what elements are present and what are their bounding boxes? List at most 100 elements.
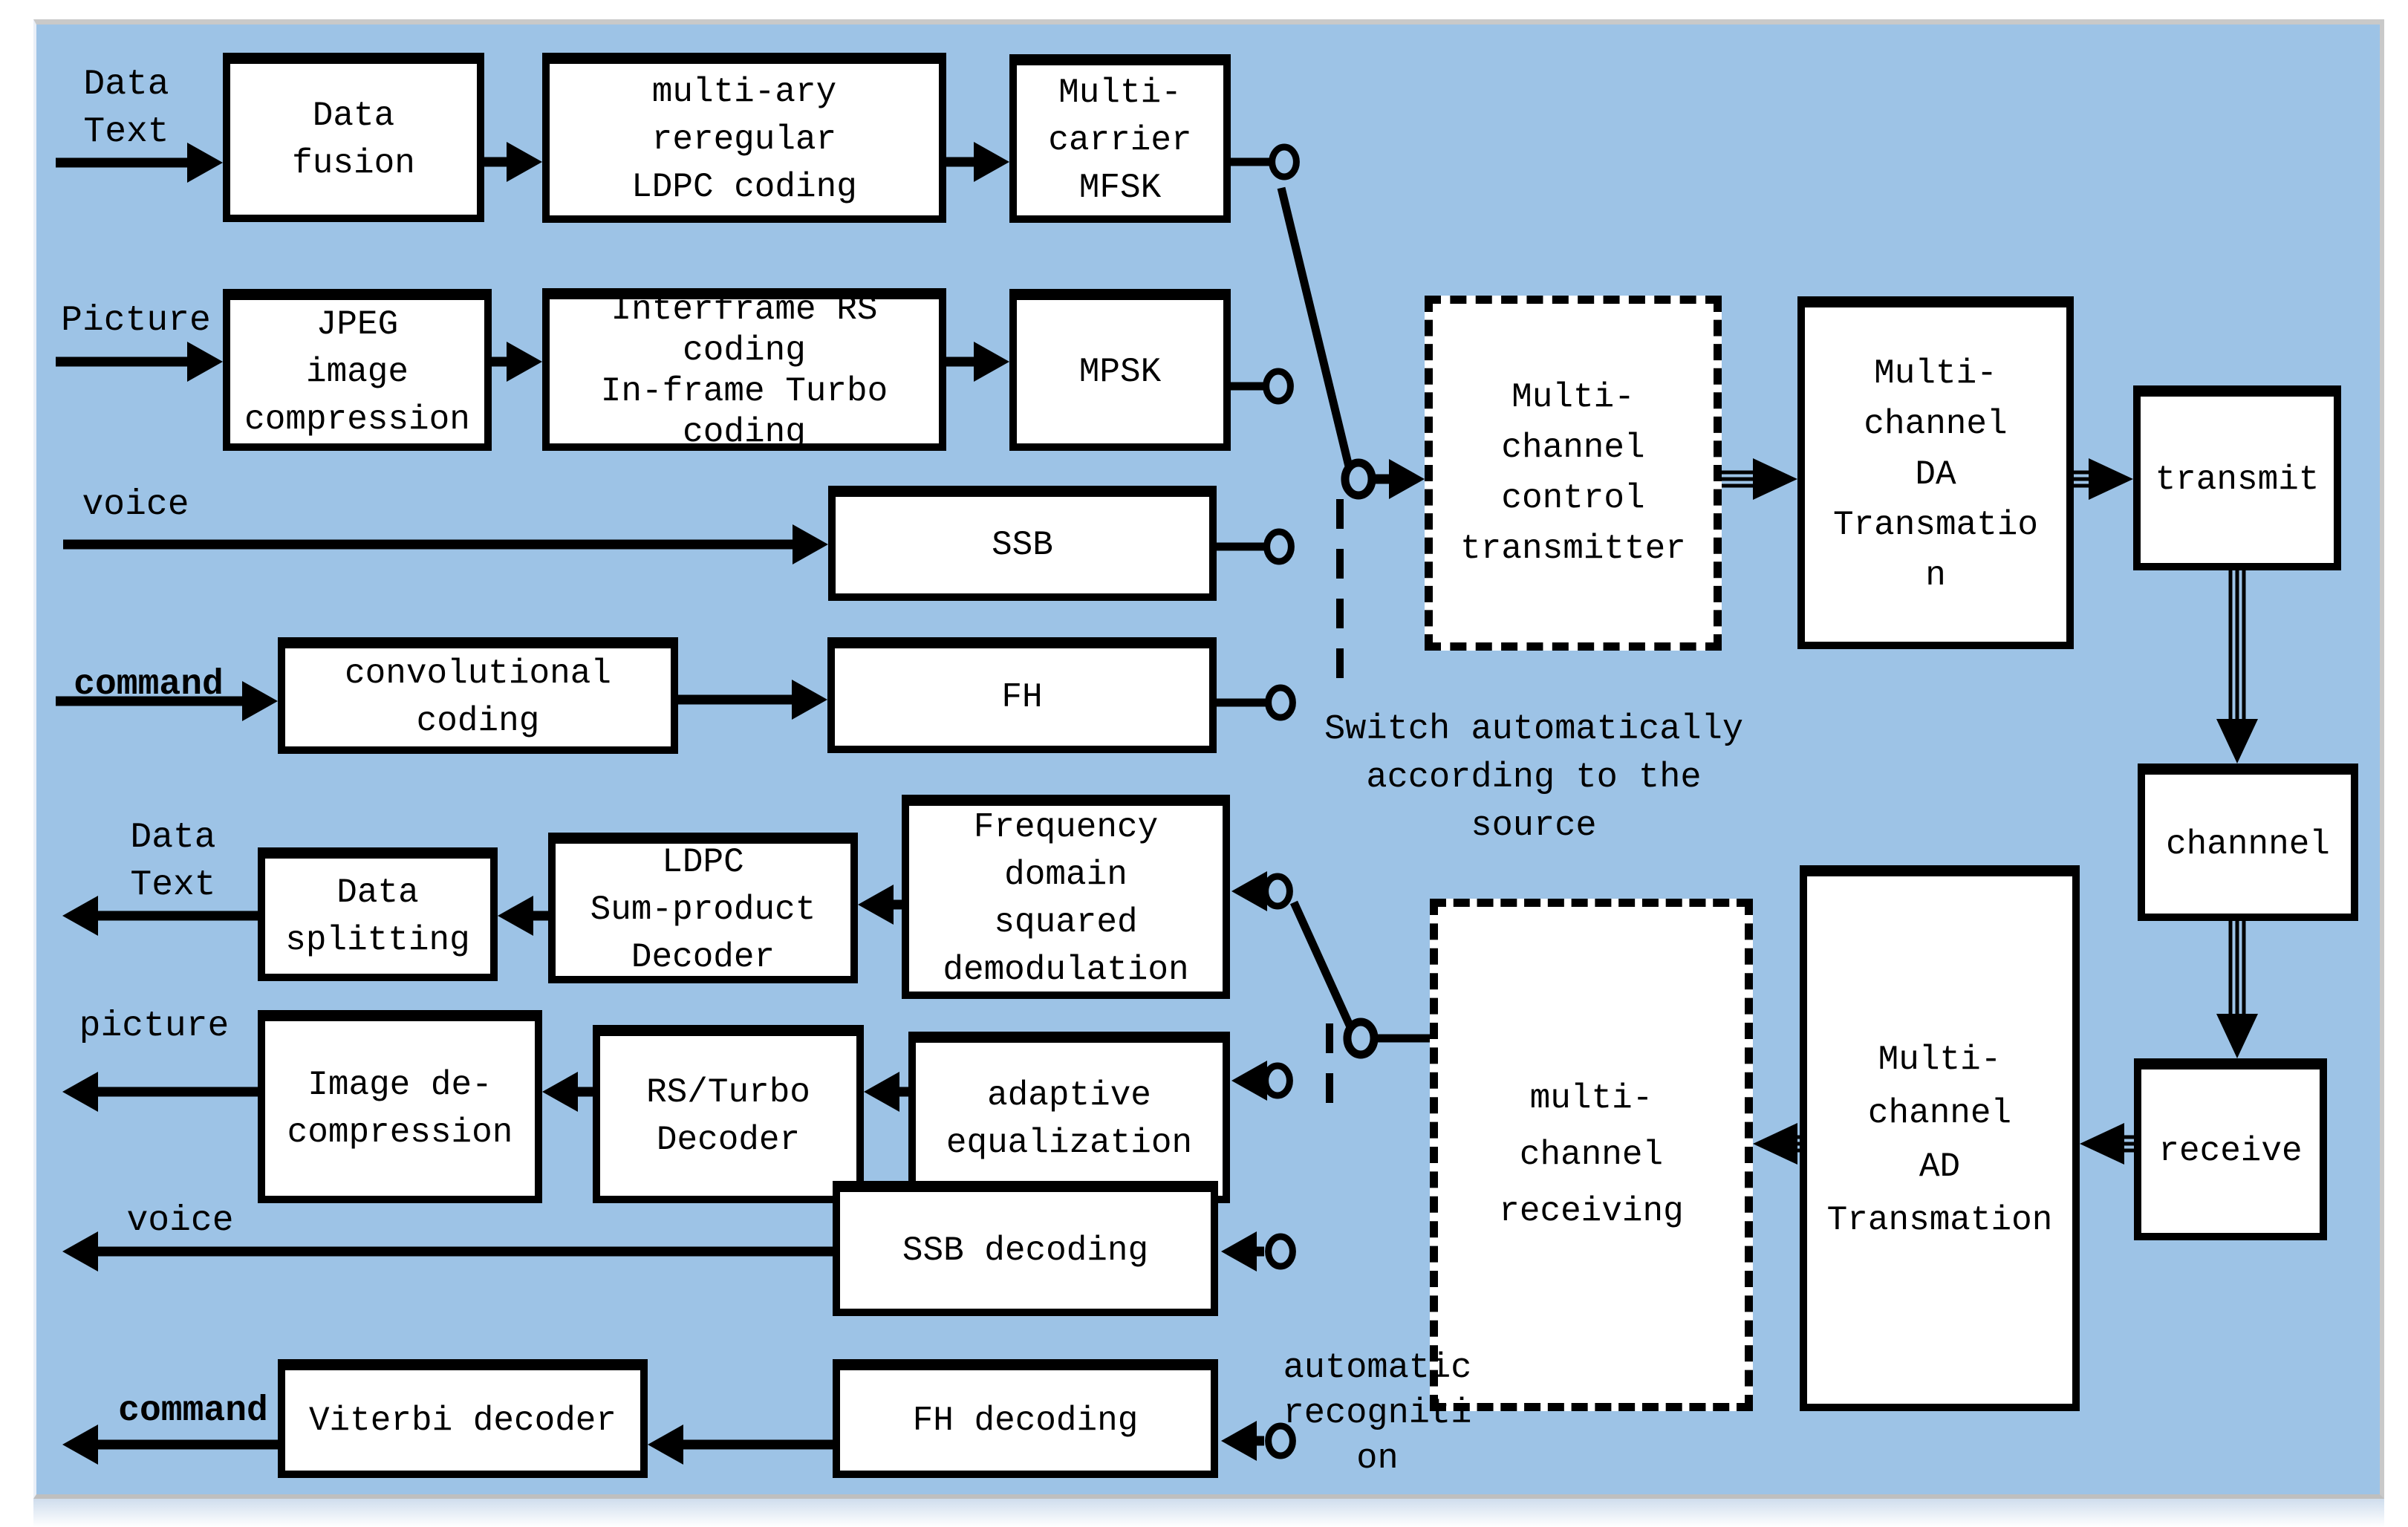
block-data-fusion: Data fusion [223,53,484,222]
block-ldpc-decoder: LDPC Sum-product Decoder [548,833,858,983]
block-viterbi-decoder: Viterbi decoder [278,1359,648,1478]
block-transmit: transmit [2133,385,2341,570]
block-fh: FH [827,637,1217,753]
block-channel-label: channnel [2166,824,2330,864]
flow-arrowhead [507,142,542,182]
label-output-voice: voice [126,1201,234,1241]
flow-arrowhead [1221,1231,1257,1272]
switch-pole-icon [1341,458,1376,500]
flow-arrowhead [62,1072,98,1112]
block-interframe-coding: Interframe RS coding In-frame Turbo codi… [542,288,946,452]
switch-arm-receive [1289,900,1356,1032]
flow-arrowhead [242,681,278,721]
flow-arrowhead [1389,459,1425,499]
flow-arrowhead [62,896,98,936]
block-multichannel-control-transmitter: Multi- channel control transmitter [1425,296,1722,651]
block-viterbi-decoder-label: Viterbi decoder [308,1401,617,1440]
block-convolutional-coding: convolutional coding [278,637,678,754]
flow-arrowhead [1221,1421,1257,1461]
note-switch-automatically: Switch automatically according to the so… [1324,710,1744,846]
switch-contact-icon [1263,528,1295,565]
block-convolutional-coding-label: convolutional coding [345,654,611,740]
block-receive-label: receive [2158,1132,2303,1171]
switch-contact-icon [1269,143,1300,180]
label-input-command: command [74,665,224,705]
block-ssb: SSB [828,486,1217,601]
label-output-data-text: Data Text [130,818,216,905]
block-mpsk-label: MPSK [1078,352,1162,391]
block-ssb-decoding: SSB decoding [833,1181,1218,1316]
label-output-command: command [118,1391,268,1431]
block-ssb-label: SSB [992,526,1053,564]
block-rs-turbo-decoder-label: RS/Turbo Decoder [646,1072,810,1159]
block-multichannel-receiving-label: multi- channel receiving [1499,1079,1684,1231]
flow-arrowhead [62,1231,98,1272]
flow-arrowhead [974,142,1009,182]
block-jpeg-compression-label: JPEG image compression [244,305,470,439]
block-multichannel-ad-transmation: Multi- channel AD Transmation [1800,865,2080,1411]
label-input-voice: voice [82,485,189,525]
block-ldpc-decoder-label: LDPC Sum-product Decoder [590,843,816,977]
flow-arrowhead [1231,871,1267,911]
switch-contact-icon [1263,368,1294,405]
block-adaptive-equalization: adaptive equalization [908,1032,1230,1203]
block-multichannel-receiving: multi- channel receiving [1430,899,1753,1411]
block-mfsk-label: Multi- carrier MFSK [1048,74,1192,207]
block-ssb-decoding-label: SSB decoding [902,1231,1149,1270]
block-adaptive-equalization-label: adaptive equalization [946,1076,1193,1162]
switch-contact-icon [1262,873,1293,910]
label-output-picture: picture [79,1006,230,1046]
flow-arrowhead [792,680,827,720]
switch-contact-icon [1265,1233,1296,1270]
flow-arrowhead [498,896,533,936]
flow-arrowhead [187,143,223,183]
block-multichannel-da-transmation-label: Multi- channel DA Transmatio n [1832,354,2039,595]
block-ldpc-coding-label: multi-ary reregular LDPC coding [631,73,857,206]
flow-arrowhead [1231,1061,1267,1101]
panel-shadow [33,1499,2384,1527]
block-freq-demodulation-label: Frequency domain squared demodulation [943,808,1189,989]
multi-wire-arrowhead [1753,1123,1797,1165]
flow-arrowhead [864,1072,899,1112]
block-mpsk: MPSK [1009,289,1231,451]
label-input-data-text: Data Text [83,65,169,152]
block-mfsk: Multi- carrier MFSK [1009,54,1231,223]
block-rs-turbo-decoder: RS/Turbo Decoder [593,1025,864,1203]
switch-pole-icon [1343,1018,1379,1059]
flow-arrowhead [507,342,542,382]
block-freq-demodulation: Frequency domain squared demodulation [902,795,1230,999]
block-transmit-label: transmit [2155,460,2320,499]
switch-contact-icon [1265,1422,1296,1459]
flow-arrowhead [648,1425,683,1465]
multi-wire-arrowhead [2089,458,2133,500]
block-jpeg-compression: JPEG image compression [223,289,492,451]
block-multichannel-da-transmation: Multi- channel DA Transmatio n [1797,296,2074,649]
block-multichannel-control-transmitter-label: Multi- channel control transmitter [1460,378,1686,568]
flow-arrowhead [62,1425,98,1465]
block-interframe-coding-label: Interframe RS coding In-frame Turbo codi… [600,290,888,452]
block-data-splitting: Data splitting [258,847,498,981]
multi-wire-arrowhead [2216,719,2258,764]
block-data-fusion-label: Data fusion [292,96,415,183]
block-channel: channnel [2138,764,2358,921]
flow-arrowhead [858,885,894,925]
flow-arrowhead [974,342,1009,382]
block-ldpc-coding: multi-ary reregular LDPC coding [542,53,946,223]
block-image-decompression: Image de- compression [258,1010,542,1203]
switch-contact-icon [1262,1062,1293,1099]
multi-wire-arrowhead [1753,458,1797,500]
block-fh-decoding: FH decoding [833,1359,1218,1478]
note-automatic-recognition: automatic recogniti on [1283,1349,1472,1479]
switch-contact-icon [1265,684,1296,721]
block-multichannel-ad-transmation-label: Multi- channel AD Transmation [1826,1041,2053,1240]
block-fh-label: FH [1001,677,1043,717]
block-fh-decoding-label: FH decoding [912,1401,1139,1440]
flow-arrowhead [793,524,828,564]
multi-wire-arrowhead [2080,1123,2124,1165]
block-image-decompression-label: Image de- compression [287,1065,513,1152]
switch-arm-transmit [1277,186,1354,471]
block-receive: receive [2134,1058,2327,1240]
multi-wire-arrowhead [2216,1014,2258,1058]
